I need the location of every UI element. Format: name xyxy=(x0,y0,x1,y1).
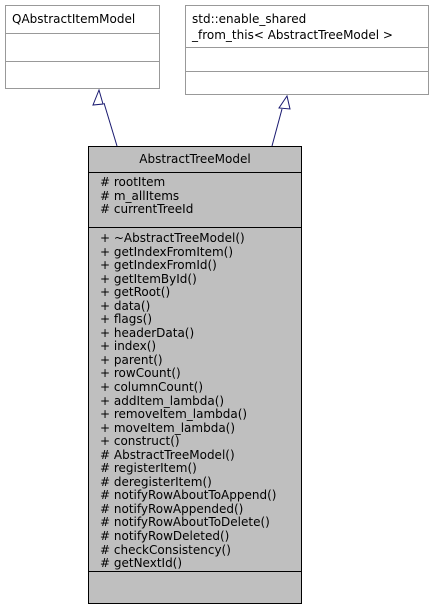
inheritance-arrowhead-qabstractitemmodel xyxy=(92,88,104,106)
operation-item: + moveItem_lambda() xyxy=(100,420,236,435)
operation-item: + index() xyxy=(100,339,157,354)
operation-item: # notifyRowAppended() xyxy=(100,501,244,516)
operation-item: + getIndexFromId() xyxy=(100,258,217,273)
operation-item: + getIndexFromItem() xyxy=(100,244,234,259)
operation-item: # checkConsistency() xyxy=(100,542,231,557)
operation-item: + rowCount() xyxy=(100,366,181,381)
operation-item: + columnCount() xyxy=(100,380,204,395)
class-box-qabstractitemmodel: QAbstractItemModel xyxy=(5,5,160,89)
inheritance-edge-qabstractitemmodel xyxy=(103,102,118,147)
operation-item: + getItemById() xyxy=(100,271,197,286)
class-name-enable-shared-from-this: std::enable_shared _from_this< AbstractT… xyxy=(186,6,428,48)
attributes-section-enable-shared-from-this xyxy=(186,48,428,72)
class-box-abstracttreemodel: AbstractTreeModel # rootItem# m_allItems… xyxy=(88,146,302,604)
operation-item: + getRoot() xyxy=(100,285,171,300)
attribute-item: # m_allItems xyxy=(100,188,180,203)
operation-item: + ~AbstractTreeModel() xyxy=(100,231,245,245)
operation-item: + data() xyxy=(100,298,151,313)
attribute-item: # currentTreeId xyxy=(100,202,194,217)
operation-item: + construct() xyxy=(100,434,180,449)
operations-section-enable-shared-from-this xyxy=(186,72,428,94)
inheritance-edge-enable-shared xyxy=(271,108,283,147)
operation-item: # notifyRowAboutToAppend() xyxy=(100,488,277,503)
class-box-enable-shared-from-this: std::enable_shared _from_this< AbstractT… xyxy=(185,5,429,95)
class-name-qabstractitemmodel: QAbstractItemModel xyxy=(6,6,159,34)
operation-item: # AbstractTreeModel() xyxy=(100,447,235,462)
inheritance-arrowhead-enable-shared xyxy=(278,94,291,110)
attributes-section-abstracttreemodel: # rootItem# m_allItems# currentTreeId xyxy=(89,173,301,228)
operation-item: + parent() xyxy=(100,352,163,367)
operation-item: + addItem_lambda() xyxy=(100,393,225,408)
operations-section-qabstractitemmodel xyxy=(6,62,159,88)
class-name-abstracttreemodel: AbstractTreeModel xyxy=(89,147,301,173)
operation-item: + removeItem_lambda() xyxy=(100,407,248,422)
operation-item: + flags() xyxy=(100,312,153,327)
operation-item: # notifyRowDeleted() xyxy=(100,529,230,544)
class-name-text: AbstractTreeModel xyxy=(139,152,251,166)
operation-item: # deregisterItem() xyxy=(100,474,212,489)
operation-item: # notifyRowAboutToDelete() xyxy=(100,515,270,530)
operation-item: + headerData() xyxy=(100,325,195,340)
attribute-item: # rootItem xyxy=(100,175,166,189)
operation-item: # getNextId() xyxy=(100,556,183,571)
attributes-section-qabstractitemmodel xyxy=(6,34,159,62)
class-name-line: _from_this< AbstractTreeModel > xyxy=(192,28,393,42)
class-name-line: QAbstractItemModel xyxy=(12,12,136,26)
operation-item: # registerItem() xyxy=(100,461,197,476)
operations-section-abstracttreemodel: + ~AbstractTreeModel()+ getIndexFromItem… xyxy=(89,228,301,572)
class-name-line: std::enable_shared xyxy=(192,12,307,26)
